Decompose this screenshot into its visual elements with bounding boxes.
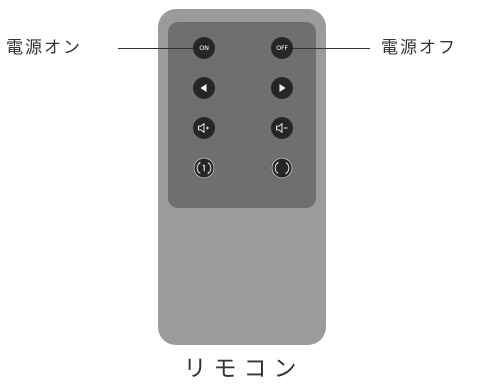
power-on-label: 電源オン xyxy=(6,38,82,58)
volume-up-button[interactable] xyxy=(193,117,215,139)
rotate-one-icon xyxy=(193,157,215,179)
volume-down-button[interactable] xyxy=(271,117,293,139)
triangle-left-icon xyxy=(200,84,207,92)
power-on-button-label: ON xyxy=(199,43,209,52)
repeat-all-button[interactable] xyxy=(271,157,293,179)
volume-down-icon xyxy=(276,122,288,134)
power-off-label: 電源オフ xyxy=(381,38,457,58)
power-on-leader-line xyxy=(118,48,193,49)
triangle-right-icon xyxy=(279,84,286,92)
remote-caption: リモコン xyxy=(183,356,304,382)
rotate-cycle-icon xyxy=(271,157,293,179)
left-button[interactable] xyxy=(193,77,215,99)
repeat-one-button[interactable] xyxy=(193,157,215,179)
button-panel xyxy=(168,22,316,208)
volume-up-icon xyxy=(198,122,209,134)
right-button[interactable] xyxy=(271,77,293,99)
power-on-button[interactable]: ON xyxy=(193,37,215,59)
power-off-leader-line xyxy=(293,48,370,49)
power-off-button[interactable]: OFF xyxy=(271,37,293,59)
power-off-button-label: OFF xyxy=(276,43,288,52)
